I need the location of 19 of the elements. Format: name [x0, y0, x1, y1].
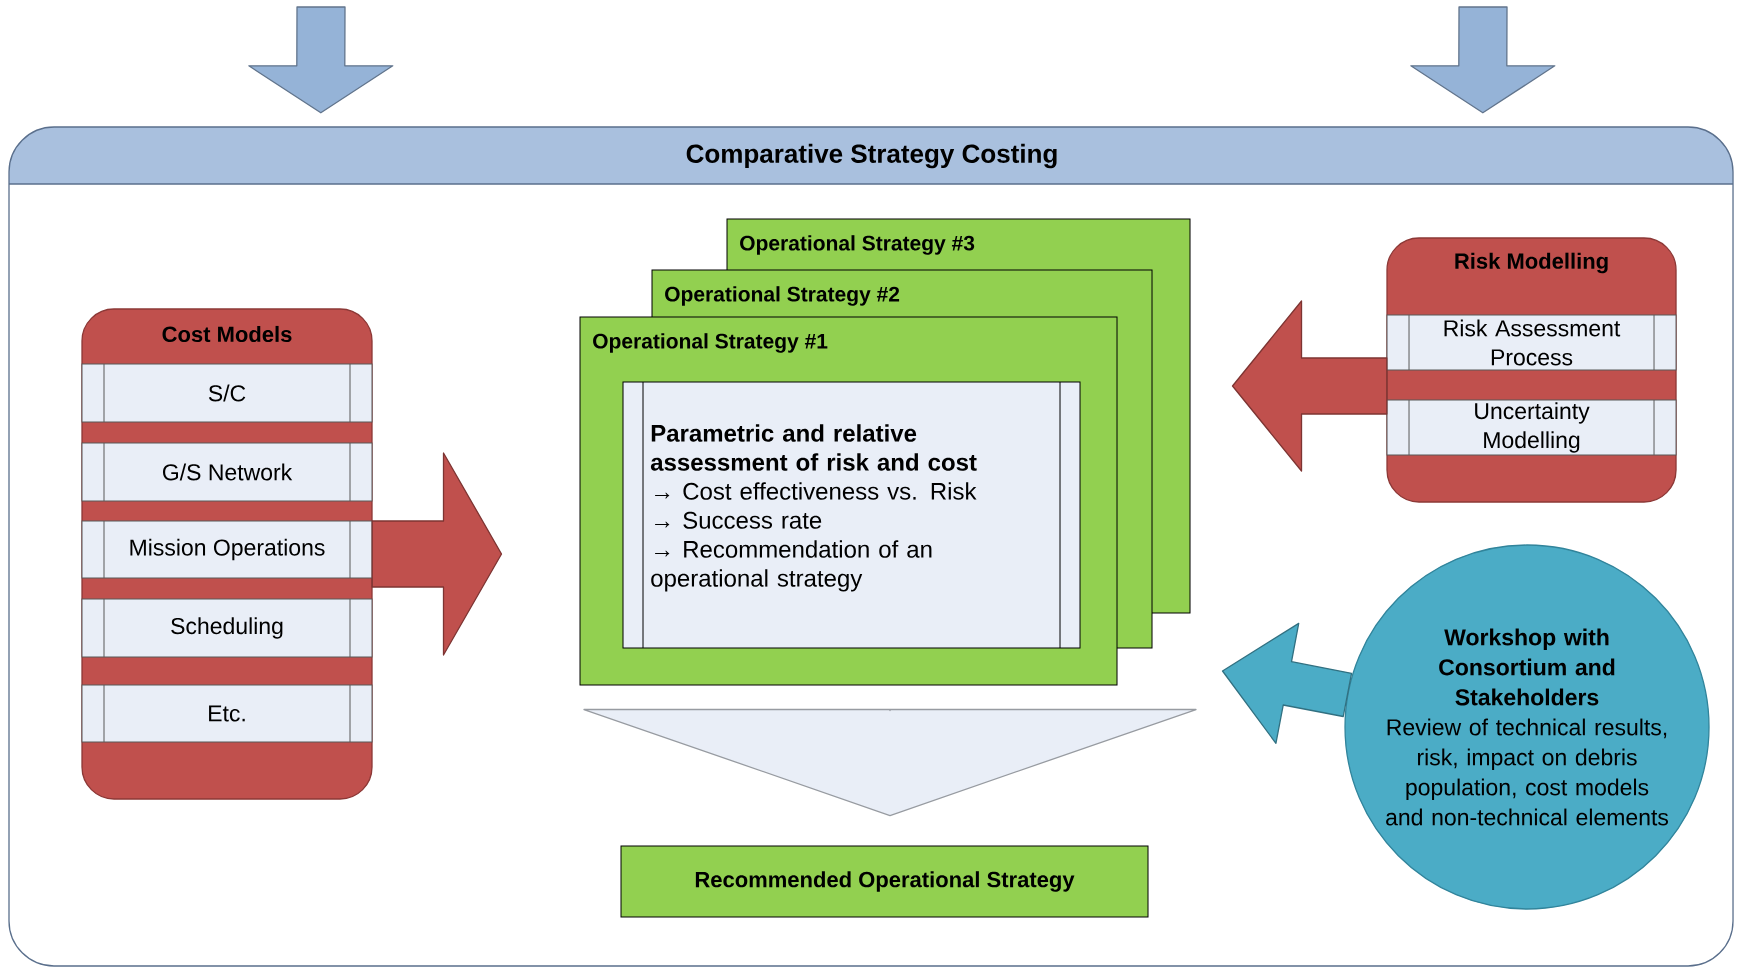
strategy-header: Operational Strategy #3: [726, 218, 1191, 271]
list-row: Etc.: [81, 684, 373, 743]
text-box: Parametric and relative assessment of risk and cost → Cost effectiveness vs. Risk → Success rate → Recommendation of an operational strategy: [622, 381, 1081, 649]
list-row: Scheduling: [81, 598, 373, 658]
block-arrow: [1221, 622, 1353, 744]
list-row: Uncertainty Modelling: [1386, 399, 1677, 456]
list-row: S/C: [81, 363, 373, 423]
block-arrow: [1231, 300, 1388, 472]
block-arrow: [371, 452, 503, 656]
node-label: Operational Strategy #2: [665, 286, 900, 306]
result-box: Recommended Operational Strategy: [620, 845, 1149, 918]
block-arrow: [248, 6, 394, 114]
strategy-header: Operational Strategy #2: [651, 269, 1153, 318]
node-label: Operational Strategy #3: [740, 235, 975, 255]
list-row: G/S Network: [81, 442, 373, 502]
triangle-arrow: [583, 708, 1197, 817]
list-row: Mission Operations: [81, 520, 373, 579]
list-row: Risk Assessment Process: [1386, 314, 1677, 371]
block-arrow: [1410, 6, 1556, 114]
